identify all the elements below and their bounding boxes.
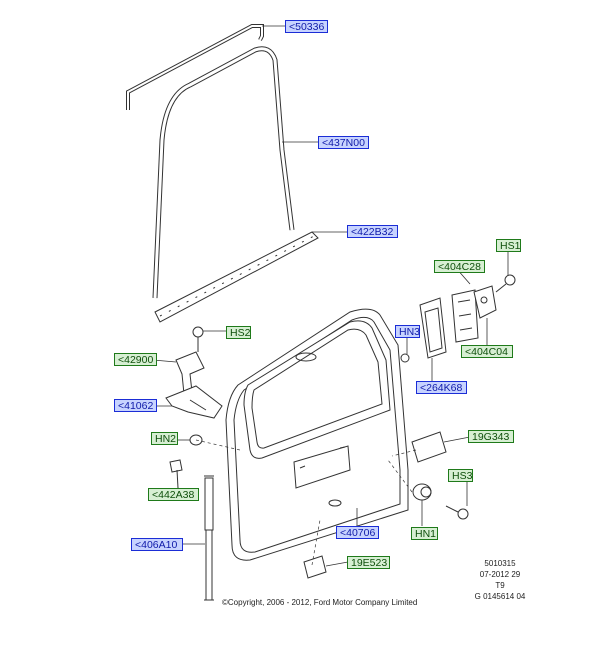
bolt-HS3	[445, 505, 469, 520]
callout-437N00[interactable]: <437N00	[318, 136, 369, 149]
meta-date: 07-2012 29	[479, 570, 521, 579]
seal-strip-422B32	[154, 231, 319, 323]
weatherstrip-50336	[126, 24, 264, 110]
callout-HS3[interactable]: HS3	[448, 469, 473, 482]
callout-HN1[interactable]: HN1	[411, 527, 438, 540]
callout-404C28[interactable]: <404C28	[434, 260, 485, 273]
callout-41062[interactable]: <41062	[114, 399, 157, 412]
bolt-HS1	[495, 274, 516, 293]
door-seal-437N00	[152, 46, 295, 299]
liftgate-40706	[225, 308, 409, 561]
meta-code-3: G 0145614 04	[474, 592, 526, 601]
hinge-42900	[175, 326, 205, 395]
callout-50336[interactable]: <50336	[285, 20, 328, 33]
callout-264K68[interactable]: <264K68	[416, 381, 467, 394]
meta-code-1: 5010315	[484, 559, 516, 568]
callout-HN2[interactable]: HN2	[151, 432, 178, 445]
callout-HN3[interactable]: HN3	[395, 325, 420, 338]
callout-HS2[interactable]: HS2	[226, 326, 251, 339]
callout-19G343[interactable]: 19G343	[468, 430, 514, 443]
callout-404C04[interactable]: <404C04	[461, 345, 513, 358]
callout-406A10[interactable]: <406A10	[131, 538, 183, 551]
nut-HN3	[400, 353, 410, 363]
callout-HS1[interactable]: HS1	[496, 239, 521, 252]
leader-lines	[152, 25, 509, 567]
assembly-lines	[195, 439, 417, 566]
callout-19E523[interactable]: 19E523	[347, 556, 390, 569]
callout-42900[interactable]: <42900	[114, 353, 157, 366]
bumper-HN1	[412, 483, 432, 501]
copyright-text: ©Copyright, 2006 - 2012, Ford Motor Comp…	[222, 598, 418, 607]
callout-422B32[interactable]: <422B32	[347, 225, 398, 238]
bracket-41062	[165, 385, 223, 419]
callout-40706[interactable]: <40706	[336, 526, 379, 539]
gas-strut-406A10	[204, 475, 214, 601]
meta-code-2: T9	[495, 581, 505, 590]
decal-19G343	[411, 431, 447, 463]
callout-442A38[interactable]: <442A38	[148, 488, 199, 501]
decal-19E523	[303, 555, 327, 579]
hinge-assembly	[419, 285, 497, 359]
pin-442A38	[169, 459, 183, 489]
